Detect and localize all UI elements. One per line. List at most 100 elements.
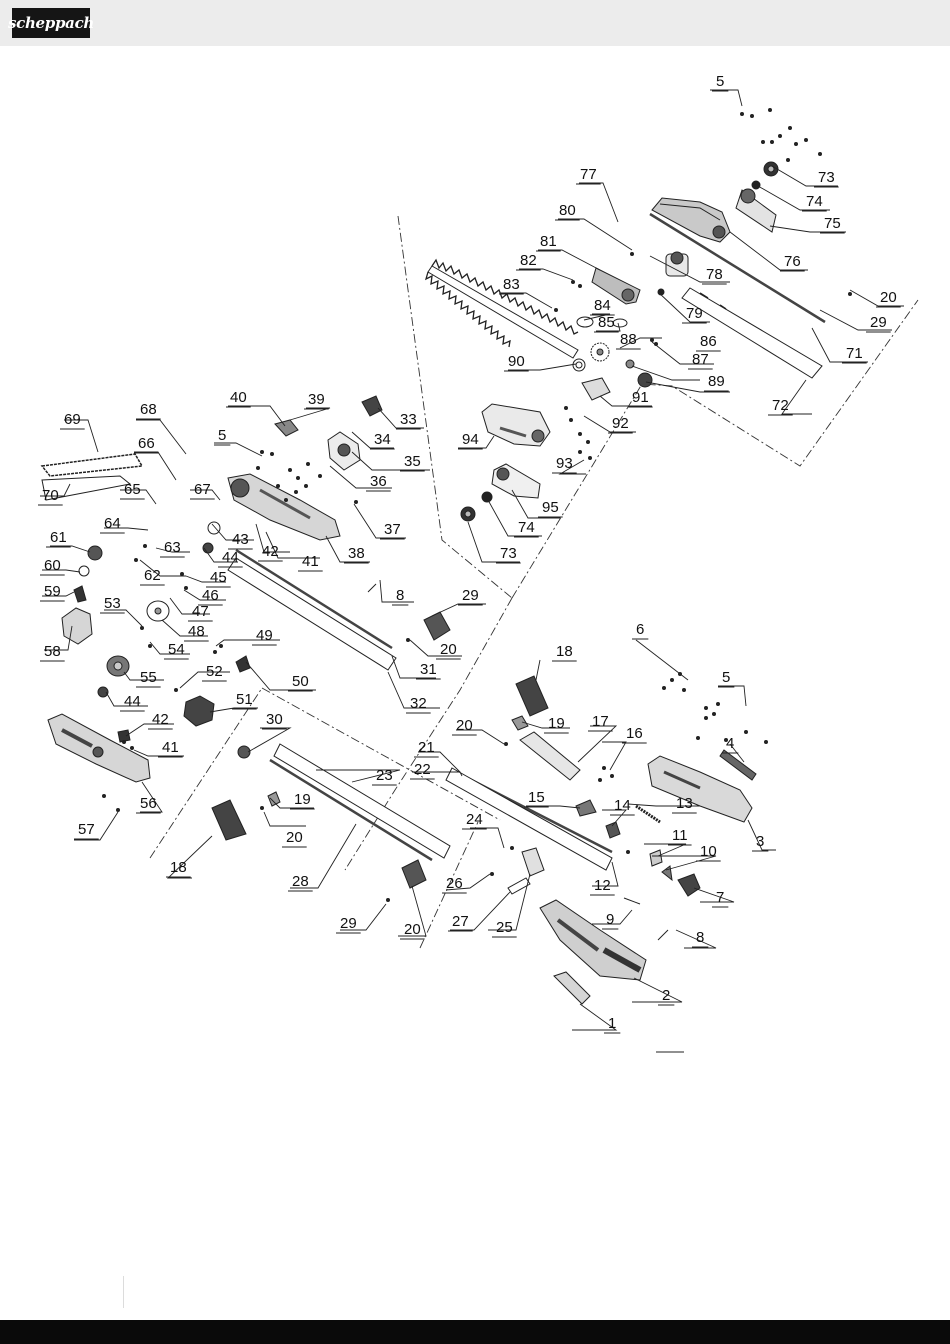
callout-21: 21 [418,739,435,756]
callout-23: 23 [376,767,393,784]
callout-25: 25 [496,919,513,936]
part-87 [625,359,635,369]
foam-grip-17 [519,731,581,781]
trimmer-head-76 [651,197,731,243]
callout-56: 56 [140,795,157,812]
callout-39: 39 [308,391,325,408]
knob-7 [677,873,701,897]
callout-20-e: 20 [404,921,421,938]
callout-60: 60 [44,557,61,574]
callout-54: 54 [168,641,185,658]
margin-rule [123,1276,124,1308]
callout-6: 6 [636,621,644,638]
part-19-low [267,791,281,807]
callout-7: 7 [716,889,724,906]
callout-72: 72 [772,397,789,414]
chainsaw-body-38 [227,473,341,541]
callout-12: 12 [594,877,611,894]
callout-84: 84 [594,297,611,314]
part-50 [235,655,251,673]
leader-lines [40,89,904,1031]
pole-shaft-72 [681,287,823,379]
callout-18-low: 18 [170,859,187,876]
callout-underlines [38,90,901,1034]
callout-52: 52 [206,663,223,680]
callout-93: 93 [556,455,573,472]
callout-66: 66 [138,435,155,452]
callout-83: 83 [503,276,520,293]
callout-77: 77 [580,166,597,183]
callout-5-low: 5 [722,669,730,686]
part-14 [605,821,621,839]
callout-19-low: 19 [294,791,311,808]
callout-46: 46 [202,587,219,604]
drive-cable-upper [649,212,826,324]
callout-58: 58 [44,643,61,660]
callout-42-a: 42 [262,543,279,560]
disc-85 [612,318,628,328]
pin-8a [367,583,377,593]
disc-84 [576,316,594,328]
callout-45: 45 [210,569,227,586]
diagram-canvas: 5 73 74 75 76 77 78 79 80 81 82 83 84 85… [38,73,919,1053]
callout-87: 87 [692,351,709,368]
callout-20-a: 20 [880,289,897,306]
callout-36: 36 [370,473,387,490]
pin-9 [623,897,641,905]
callout-35: 35 [404,453,421,470]
callout-1: 1 [608,1015,616,1032]
grip-18-low [211,799,247,841]
guide-bar-70 [41,475,132,501]
trigger-1 [553,971,591,1005]
callout-28: 28 [292,873,309,890]
callout-74-low: 74 [518,519,535,536]
part-11 [649,849,663,867]
part-60 [78,565,90,577]
small-fasteners [102,108,852,902]
callout-29-a: 29 [870,314,887,331]
callout-64: 64 [104,515,121,532]
callout-51: 51 [236,691,253,708]
callout-40: 40 [230,389,247,406]
callout-71: 71 [846,345,863,362]
callout-62: 62 [144,567,161,584]
callout-50: 50 [292,673,309,690]
callout-63: 63 [164,539,181,556]
callout-80: 80 [559,202,576,219]
dashed-guide-lines [149,215,919,949]
saw-chain-69 [40,453,144,477]
callout-86: 86 [700,333,717,350]
washer-74-low [481,491,493,503]
clamp-25 [521,847,545,877]
callout-88: 88 [620,331,637,348]
callout-69: 69 [64,411,81,428]
callout-14: 14 [614,797,631,814]
callout-8-a: 8 [396,587,404,604]
callout-3: 3 [756,833,764,850]
callout-49: 49 [256,627,273,644]
page-footer-bar [0,1320,950,1344]
part-59 [73,585,87,603]
callout-65: 65 [124,481,141,498]
callout-8-b: 8 [696,929,704,946]
pole-23 [273,743,451,859]
callout-41-a: 41 [302,553,319,570]
oil-tank-58 [61,607,93,645]
scheppach-logo: scheppach [8,8,94,38]
callout-76: 76 [784,253,801,270]
washer-74-top [751,180,761,190]
handle-grip-2 [539,899,647,981]
coupling-29-low [401,859,427,889]
callout-42-b: 42 [152,711,169,728]
part-15 [575,799,597,817]
part-27 [507,877,531,895]
callout-90: 90 [508,353,525,370]
callout-13: 13 [676,795,693,812]
plate-91 [581,377,611,401]
callout-78: 78 [706,266,723,283]
callout-24: 24 [466,811,483,828]
part-19 [511,715,529,731]
callout-81: 81 [540,233,557,250]
callout-19-upper: 19 [548,715,565,732]
part-number-labels: 5 73 74 75 76 77 78 79 80 81 82 83 84 85… [42,73,897,1032]
